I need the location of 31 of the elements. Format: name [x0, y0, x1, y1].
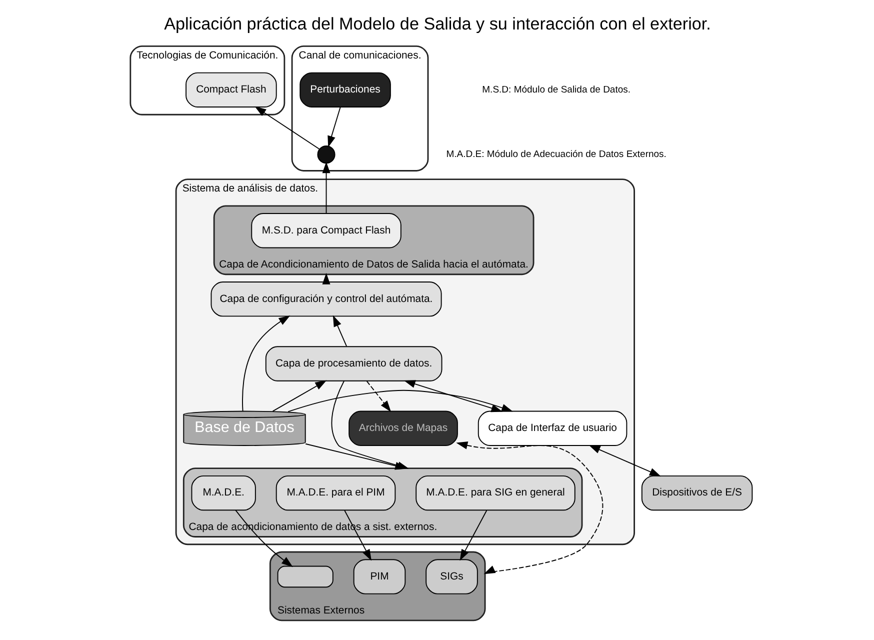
label: M.A.D.E: Módulo de Adecuación de Datos Externos.	[446, 148, 666, 160]
arrow	[287, 390, 512, 412]
node-box: Capa de procesamiento de datos.	[264, 346, 442, 382]
arrow	[588, 445, 660, 476]
node-box: M.S.D. para Compact Flash	[250, 213, 401, 248]
node-circle	[316, 146, 335, 164]
node-box: Perturbaciones	[299, 72, 390, 108]
arrow	[459, 510, 487, 561]
arrow	[272, 380, 326, 412]
node-box: M.A.D.E. para el PIM	[275, 475, 396, 511]
arrow	[332, 315, 347, 347]
arrow	[403, 380, 502, 412]
arrow	[456, 441, 603, 574]
arrow	[322, 162, 330, 214]
node-box: Dispositivos de E/S	[640, 475, 752, 511]
node-box: M.A.D.E.	[190, 475, 256, 511]
node-box: SIGs	[425, 559, 478, 594]
node-box	[276, 566, 333, 588]
arrow	[344, 510, 371, 561]
arrow	[366, 380, 391, 412]
diagram-title: Aplicación práctica del Modelo de Salida y su interacción con el exterior.	[164, 14, 710, 34]
node-box: Compact Flash	[185, 72, 276, 108]
label: M.S.D: Módulo de Salida de Datos.	[482, 84, 630, 96]
arrow	[327, 106, 340, 148]
node-box: Archivos de Mapas	[348, 410, 458, 446]
node-box: PIM	[352, 559, 406, 594]
arrow	[234, 510, 292, 568]
arrow	[242, 315, 290, 412]
node-box: M.A.D.E. para SIG en general	[415, 475, 575, 511]
arrow	[254, 106, 320, 150]
node-box: Capa de Interfaz de usuario	[477, 410, 627, 446]
